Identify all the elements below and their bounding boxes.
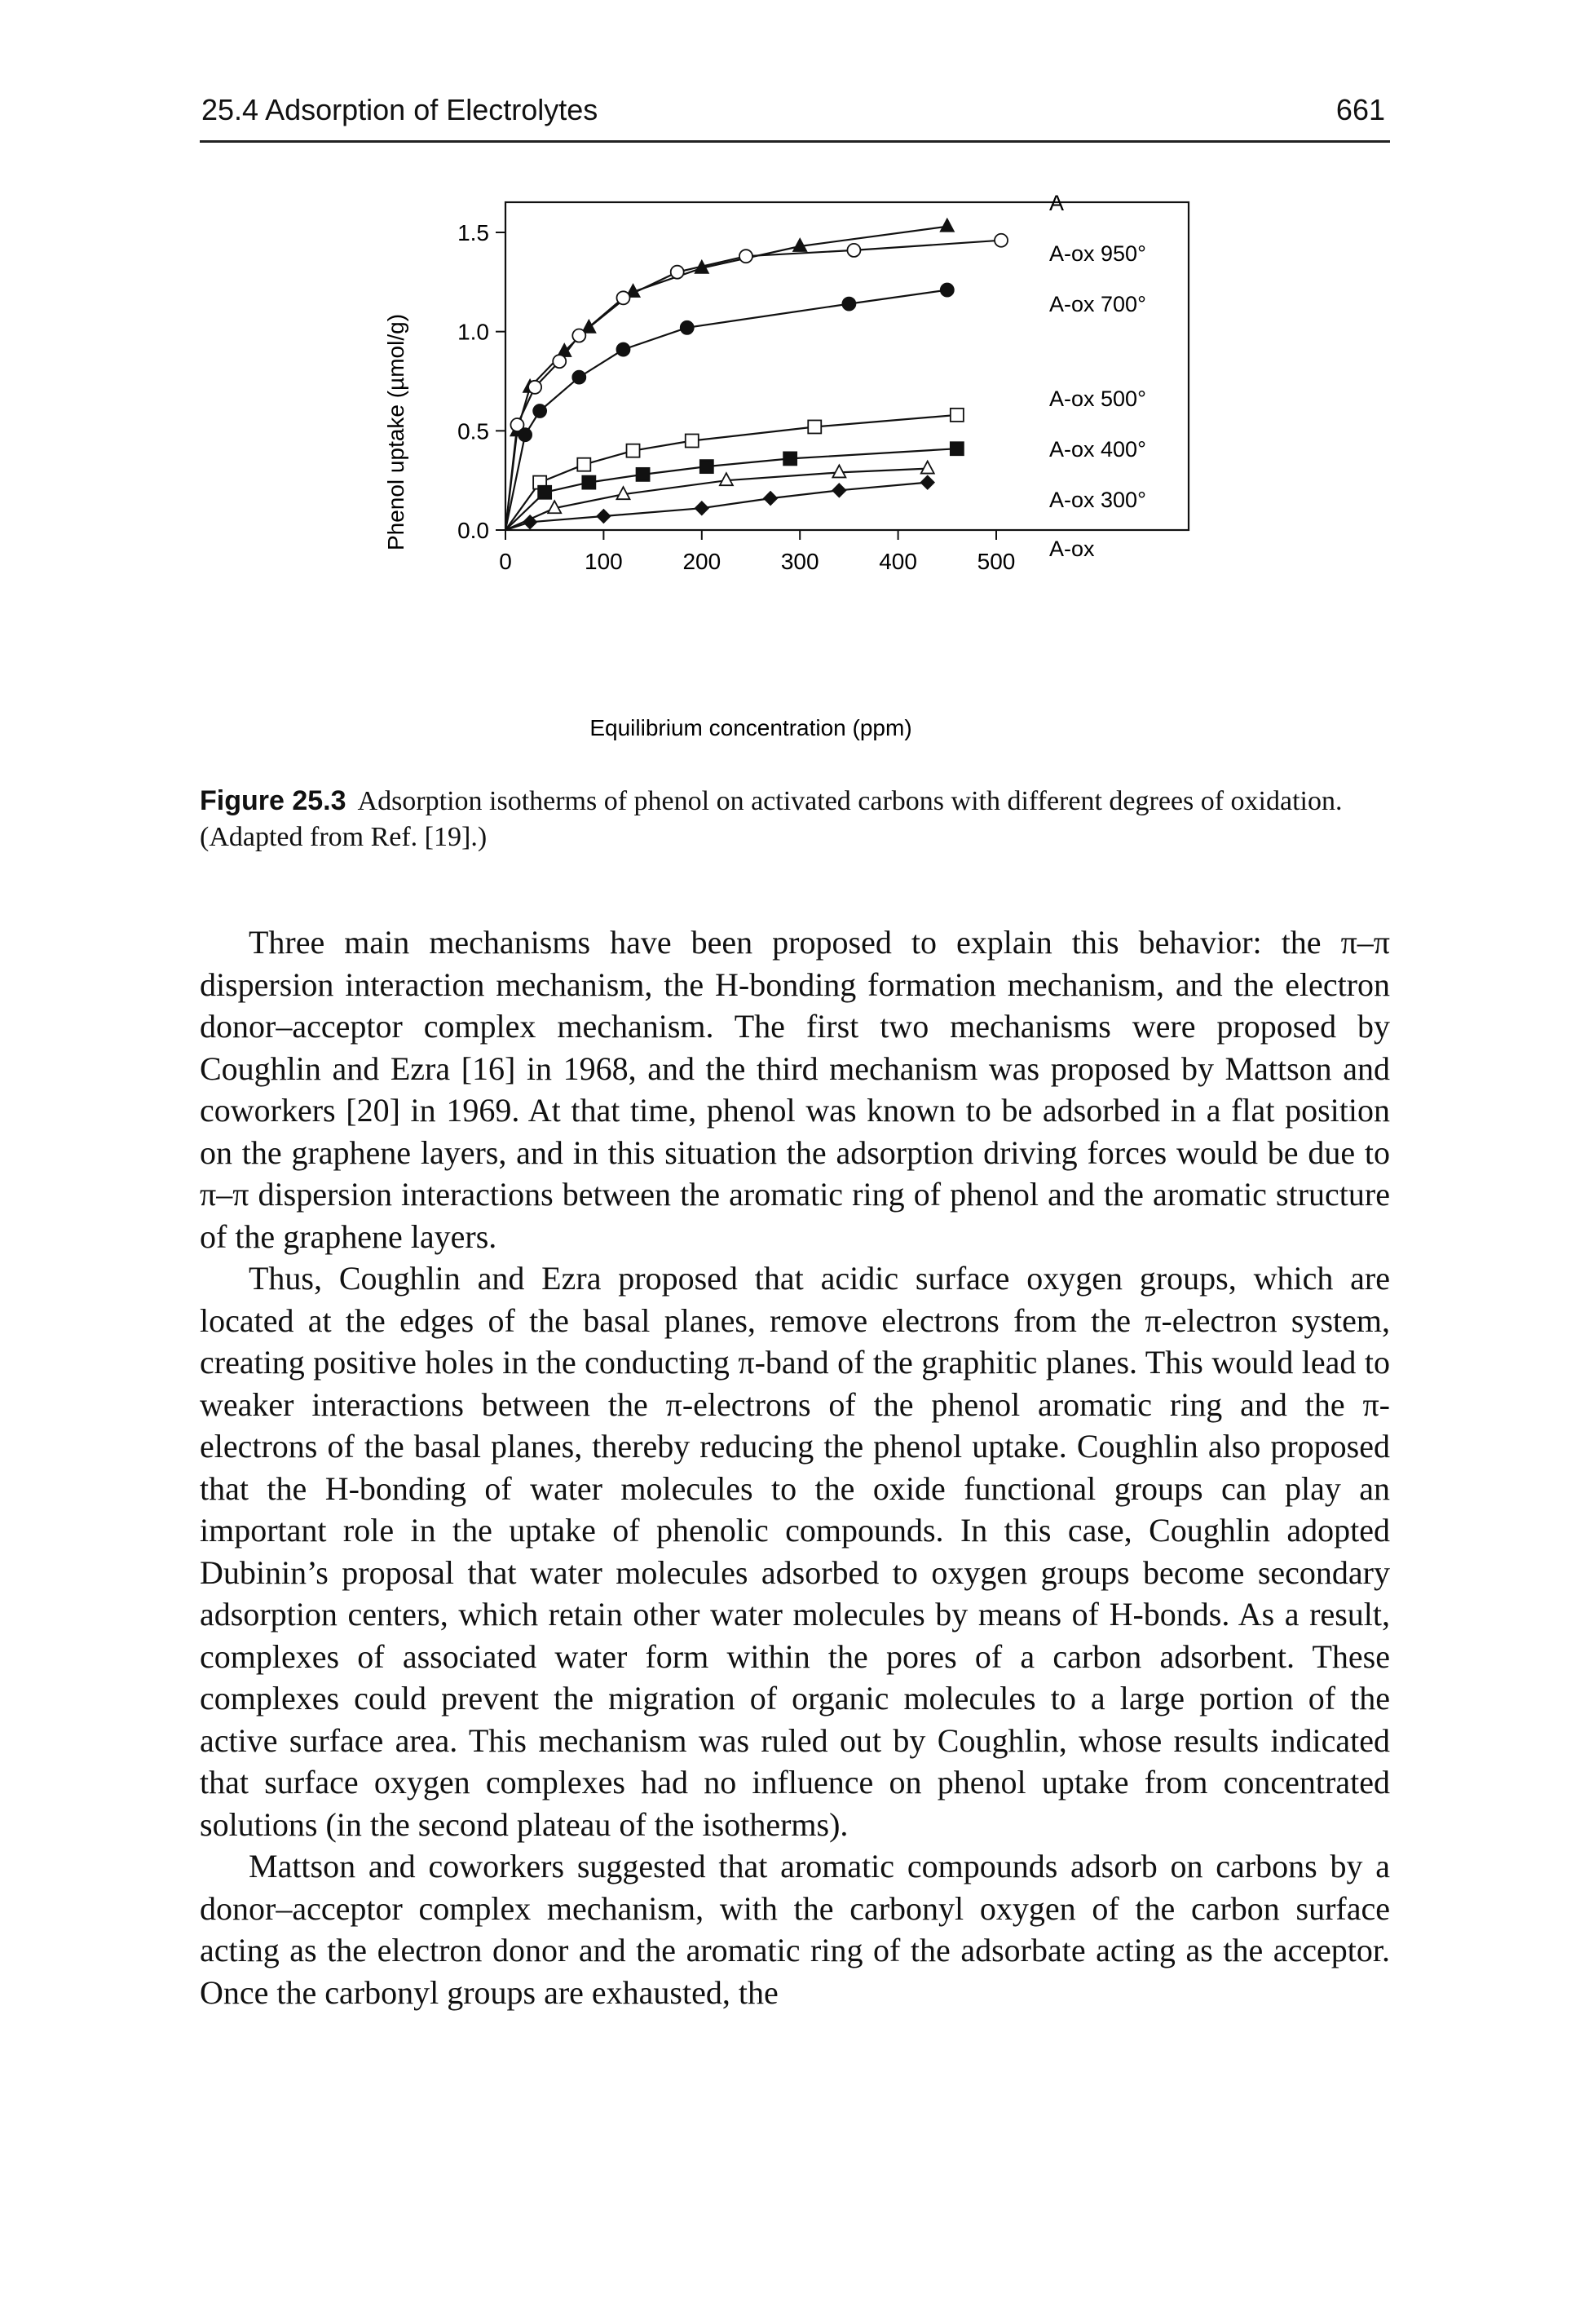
series-line (504, 289, 947, 531)
data-point (694, 500, 710, 516)
series-label: A-ox 700° (1049, 292, 1146, 316)
plot-frame (504, 201, 1190, 532)
data-point (669, 264, 685, 280)
data-point (994, 232, 1008, 248)
y-tick-label: 0.5 (457, 418, 489, 444)
data-point (635, 466, 651, 482)
data-point (510, 418, 525, 432)
x-axis-label: Equilibrium concentration (ppm) (589, 715, 911, 740)
series-line (505, 467, 928, 532)
series-line (504, 239, 1002, 531)
y-tick-label: 1.5 (457, 220, 489, 245)
x-tick-label: 100 (585, 549, 623, 574)
y-tick-label: 0.0 (457, 518, 489, 543)
data-point (527, 379, 543, 395)
data-point (694, 258, 710, 274)
section-title: 25.4 Adsorption of Electrolytes (201, 93, 598, 126)
series-label: A-ox 300° (1049, 488, 1146, 512)
paragraph: Thus, Coughlin and Ezra proposed that ac… (200, 1260, 1390, 1843)
data-point (596, 508, 611, 524)
series-line (505, 413, 957, 531)
data-point (762, 490, 779, 506)
data-point (537, 484, 553, 500)
data-point (939, 282, 955, 298)
data-point (920, 459, 936, 475)
data-point (841, 296, 857, 311)
data-point (616, 290, 631, 306)
series-label: A-ox 950° (1049, 241, 1146, 266)
data-point (939, 217, 955, 232)
y-tick-label: 1.0 (457, 320, 489, 345)
series-label: A-ox (1049, 537, 1095, 561)
adsorption-chart: 0.0 0.5 1.0 1.5 0 100 200 300 400 500 A A-ox 950° A… (383, 191, 1190, 740)
data-point (783, 451, 798, 466)
data-point (581, 475, 597, 490)
data-point (807, 419, 823, 435)
x-tick-label: 400 (879, 549, 917, 574)
data-point (792, 237, 808, 252)
data-point (831, 463, 847, 479)
data-point (522, 514, 538, 530)
data-point (699, 459, 714, 475)
data-point (615, 485, 631, 501)
data-point (949, 407, 964, 422)
data-point (546, 499, 563, 515)
data-point (616, 342, 631, 357)
series-label: A (1049, 191, 1064, 215)
paragraph: Mattson and coworkers suggested that aro… (200, 1848, 1390, 2011)
data-point (576, 457, 592, 472)
data-point (625, 443, 641, 458)
data-point (580, 318, 597, 334)
data-point (846, 243, 862, 258)
data-point (684, 433, 699, 448)
x-tick-label: 200 (682, 549, 721, 574)
data-point (949, 441, 964, 457)
paragraph: Three main mechanisms have been proposed… (200, 924, 1390, 1255)
data-point (552, 354, 567, 369)
data-point (625, 283, 642, 298)
page-number: 661 (1335, 93, 1385, 126)
x-tick-label: 0 (499, 549, 512, 574)
figure: 0.0 0.5 1.0 1.5 0 100 200 300 400 500 A A-ox 950° A… (359, 188, 1255, 758)
x-tick-label: 500 (977, 549, 1016, 574)
data-point (679, 320, 695, 335)
data-point (532, 404, 548, 418)
running-head: 25.4 Adsorption of Electrolytes 661 (200, 90, 1390, 143)
x-tick-label: 300 (781, 549, 819, 574)
series-label: A-ox 500° (1049, 387, 1146, 411)
data-point (718, 471, 735, 487)
data-point (920, 475, 935, 490)
data-point (832, 483, 847, 498)
data-point (518, 427, 532, 443)
data-point (739, 249, 753, 264)
body-text: Three main mechanisms have been proposed… (200, 921, 1390, 2013)
data-point (571, 328, 587, 343)
data-point (571, 369, 587, 385)
y-axis-label: Phenol uptake (µmol/g) (383, 314, 408, 550)
caption-label: Figure 25.3 (200, 785, 346, 816)
caption-text: Adsorption isotherms of phenol on activa… (200, 786, 1343, 852)
series-label: A-ox 400° (1049, 437, 1146, 462)
